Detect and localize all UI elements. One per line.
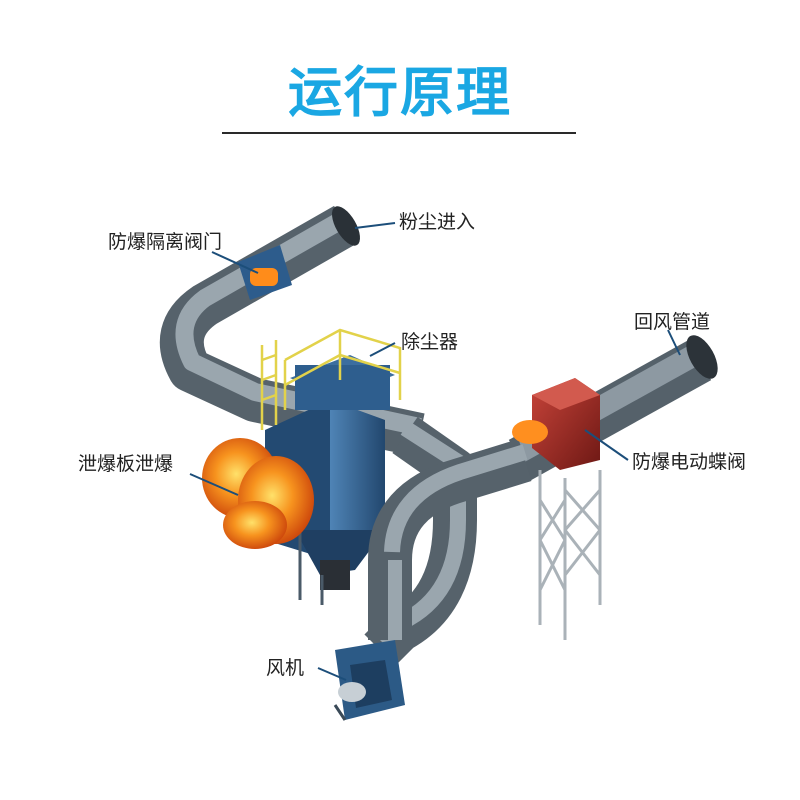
vent-explosion-fireball — [202, 438, 314, 549]
label-dust-collector: 除尘器 — [401, 331, 459, 353]
label-fan: 风机 — [266, 657, 305, 679]
fan-unit — [333, 640, 405, 721]
leader-isolation-valve — [211, 251, 259, 274]
label-vent-panel: 泄爆板泄爆 — [78, 453, 174, 475]
label-return-duct: 回风管道 — [634, 311, 711, 333]
label-leaders — [189, 222, 681, 681]
butterfly-valve — [512, 378, 600, 470]
outlet-duct — [364, 416, 532, 666]
page-title: 运行原理 — [288, 61, 512, 124]
leader-fan — [317, 667, 347, 681]
leader-dust-collector — [369, 342, 396, 357]
leader-vent-panel — [189, 473, 239, 496]
title-divider — [222, 132, 576, 134]
leader-return-duct — [667, 329, 681, 356]
inlet-duct — [159, 205, 425, 457]
leader-butterfly-valve — [584, 429, 629, 461]
label-butterfly-valve: 防爆电动蝶阀 — [632, 451, 747, 473]
label-isolation-valve: 防爆隔离阀门 — [108, 231, 223, 253]
label-dust-inlet: 粉尘进入 — [399, 211, 476, 233]
valve-support-tower — [538, 470, 602, 640]
leader-dust-inlet — [354, 222, 396, 229]
collector-railing — [260, 328, 402, 430]
